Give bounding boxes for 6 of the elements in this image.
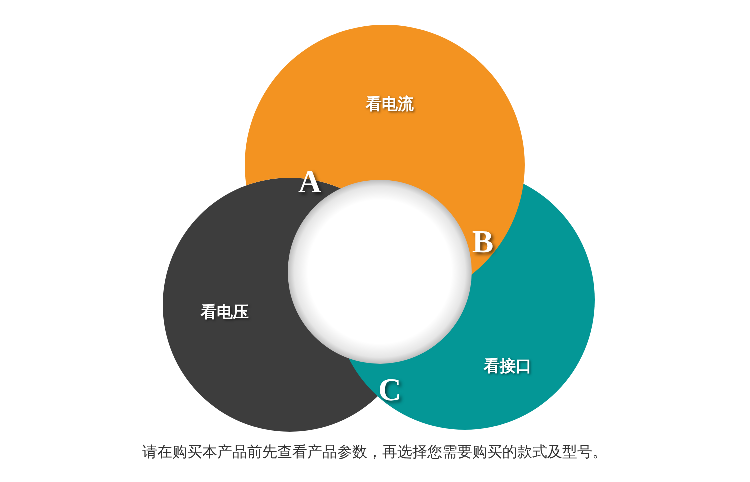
circle-label: 看电流 bbox=[366, 94, 414, 116]
region-letter: C bbox=[378, 372, 402, 408]
region-letter: B bbox=[472, 224, 494, 260]
caption: 请在购买本产品前先查看产品参数，再选择您需要购买的款式及型号。 bbox=[142, 443, 608, 461]
circle-label: 看电压 bbox=[201, 302, 249, 324]
circle-label: 看接口 bbox=[484, 356, 532, 378]
